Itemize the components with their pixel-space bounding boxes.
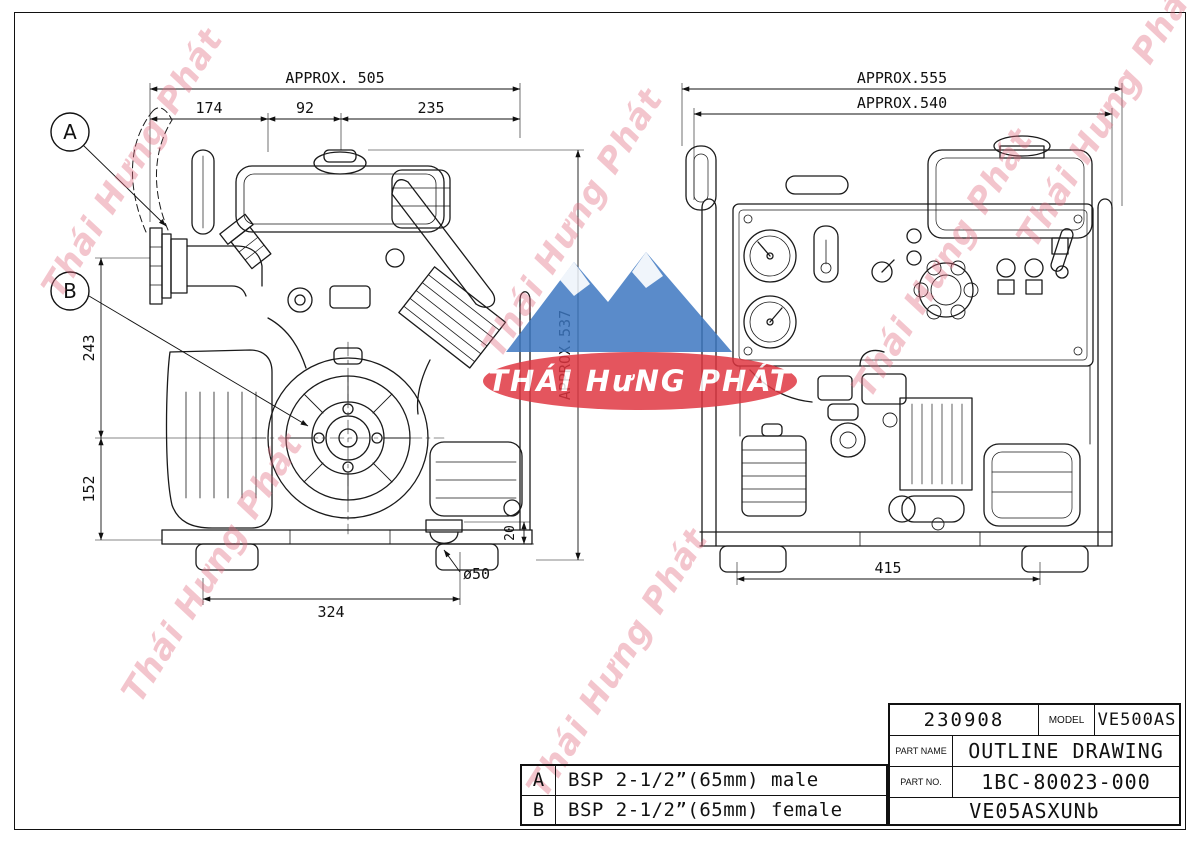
dim-front-base-width: 324 (317, 603, 344, 621)
balloon-b-label: B (63, 279, 77, 303)
balloon-a-circle (50, 112, 90, 152)
balloon-b-circle (50, 271, 90, 311)
front-delivery-port-b (219, 213, 272, 270)
dim-front-seg-left: 174 (195, 99, 222, 117)
balloon-a-label: A (63, 120, 77, 144)
title-block-part-name-value: OUTLINE DRAWING (952, 736, 1179, 766)
logo-text: THÁI HưNG PHÁT (488, 364, 792, 398)
watermark-text: Thái Hưng Phát (114, 426, 312, 710)
front-drain-port (425, 519, 463, 544)
dim-front-seg-mid: 92 (296, 99, 314, 117)
side-fuel-sight (813, 225, 839, 283)
dim-front-height-upper: 243 (80, 334, 98, 361)
front-air-cleaner (391, 169, 451, 229)
title-block-row-2: PART NAME OUTLINE DRAWING (890, 735, 1179, 766)
dim-side-base-width: 415 (874, 559, 901, 577)
title-block-part-name-label: PART NAME (895, 746, 947, 756)
front-cylinder-fins (398, 266, 507, 369)
front-carry-handle (191, 149, 215, 235)
title-block-model-label: MODEL (1038, 705, 1094, 735)
watermark-text: Thái Hưng Phát (34, 21, 232, 305)
front-view-drawing (132, 107, 533, 571)
balloon-callouts (50, 112, 309, 427)
side-control-panel (732, 203, 1094, 367)
legend-desc-a: BSP 2-1/2”(65mm) male (568, 769, 819, 792)
front-louver-shroud (165, 349, 273, 529)
dim-side-overall-width: APPROX.555 (857, 69, 947, 87)
dim-front-overall-width: APPROX. 505 (285, 69, 384, 87)
logo-mountain (506, 252, 732, 352)
title-block-model-value: VE500AS (1094, 705, 1179, 735)
side-view-dimensions (681, 83, 1123, 585)
side-pressure-gauge-top (743, 229, 797, 283)
sheet-border (14, 12, 1186, 830)
side-switches (871, 228, 922, 283)
side-view-drawing (685, 135, 1113, 573)
title-block-row-1: 230908 MODEL VE500AS (890, 705, 1179, 735)
title-block-part-no-label: PART NO. (900, 777, 942, 787)
dim-side-inner-width: APPROX.540 (857, 94, 947, 112)
watermark-logo: THÁI HưNG PHÁT (483, 252, 797, 410)
logo-snowcap-left (560, 262, 590, 296)
dim-front-height-lower: 152 (80, 475, 98, 502)
title-block: 230908 MODEL VE500AS PART NAME OUTLINE D… (888, 703, 1181, 826)
front-muffler (429, 441, 523, 517)
front-recoil-starter (251, 341, 445, 535)
title-block-row-3: PART NO. 1BC-80023-000 (890, 766, 1179, 797)
side-handles (685, 145, 849, 211)
side-view-dimension-labels: APPROX.555 APPROX.540 415 (857, 69, 947, 577)
dim-front-offset-small: 20 (503, 525, 518, 541)
side-base-frame (699, 531, 1113, 573)
front-rear-handle-tube (391, 179, 496, 308)
title-block-row-4: VE05ASXUNb (890, 797, 1179, 824)
watermark-text: Thái Hưng Phát (844, 121, 1042, 405)
side-pressure-gauge-bottom (743, 295, 797, 349)
title-block-drawing-code: VE05ASXUNb (969, 799, 1100, 823)
side-engine-bay (741, 349, 1081, 531)
logo-banner (483, 352, 797, 410)
legend-row-a: A BSP 2-1/2”(65mm) male (522, 766, 886, 795)
side-fuel-tank (927, 135, 1093, 255)
connection-legend: A BSP 2-1/2”(65mm) male B BSP 2-1/2”(65m… (520, 764, 888, 826)
legend-key-a: A (522, 766, 556, 795)
logo-snowcap-right (632, 252, 663, 288)
watermark-text: Thái Hưng Phát (1009, 0, 1200, 255)
watermark-text: Thái Hưng Phát (519, 521, 717, 805)
title-block-date: 230908 (923, 709, 1005, 731)
dim-front-port-dia: ø50 (463, 565, 490, 583)
side-panel-ports (996, 228, 1074, 295)
front-fuel-tank (235, 149, 445, 233)
legend-row-b: B BSP 2-1/2”(65mm) female (522, 794, 886, 824)
legend-desc-b: BSP 2-1/2”(65mm) female (568, 798, 843, 821)
front-base-frame (161, 529, 533, 571)
side-primer-knob (913, 260, 979, 320)
front-suction-port-a (149, 227, 263, 305)
legend-key-b: B (522, 795, 556, 824)
dim-front-seg-right: 235 (417, 99, 444, 117)
title-block-part-no-value: 1BC-80023-000 (952, 767, 1179, 797)
